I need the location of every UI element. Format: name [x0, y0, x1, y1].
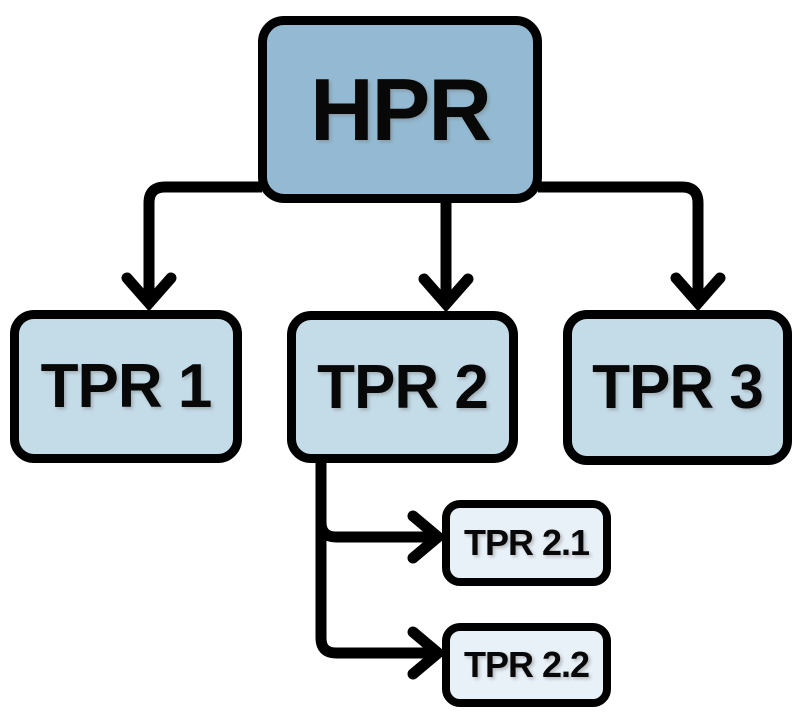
edge-hpr-tpr3-arrowhead	[670, 272, 726, 312]
node-tpr-2: TPR 2	[287, 311, 518, 463]
node-tpr-3-label: TPR 3	[592, 353, 764, 422]
edge-tpr2-tpr21-line	[315, 455, 430, 543]
node-hpr: HPR	[258, 16, 542, 203]
connectors	[121, 181, 726, 680]
node-hpr-label: HPR	[310, 59, 492, 159]
edge-hpr-tpr3-line	[538, 181, 704, 296]
edge-tpr2-tpr22-arrowhead	[407, 626, 447, 680]
node-tpr-2-1: TPR 2.1	[442, 500, 611, 586]
edge-tpr2-tpr21-arrowhead	[407, 510, 447, 564]
edge-tpr2-tpr22-line	[315, 455, 430, 659]
node-tpr-3: TPR 3	[563, 310, 792, 465]
edge-hpr-tpr1-arrowhead	[121, 272, 177, 312]
node-tpr-2-1-label: TPR 2.1	[463, 522, 590, 563]
node-tpr-2-2: TPR 2.2	[442, 623, 611, 707]
node-tpr-2-2-label: TPR 2.2	[463, 644, 590, 685]
edge-hpr-tpr1-line	[143, 181, 262, 296]
node-tpr-1: TPR 1	[10, 310, 242, 463]
node-tpr-2-label: TPR 2	[317, 352, 489, 422]
node-tpr-1-label: TPR 1	[40, 352, 213, 421]
edge-hpr-tpr2-arrowhead	[418, 273, 474, 313]
